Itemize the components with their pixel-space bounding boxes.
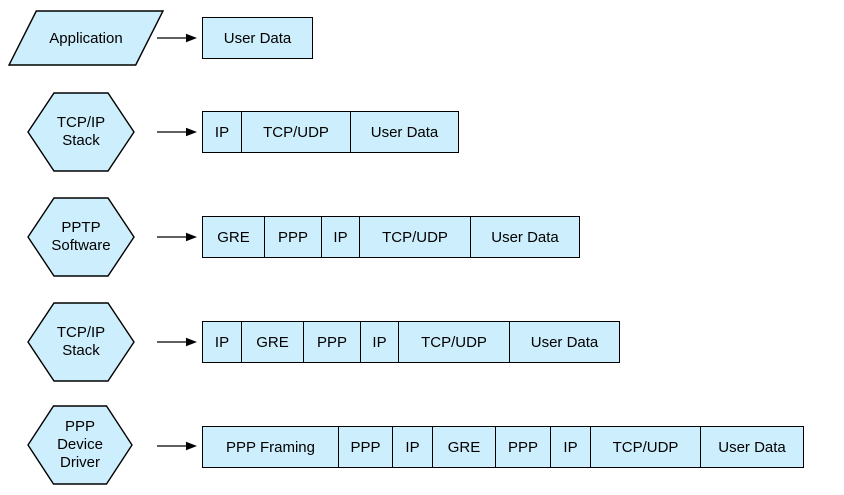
packet-cell: IP [322,217,360,257]
stage-application: Application [7,10,165,66]
right-arrow-icon [157,31,197,45]
packet-cell: GRE [242,322,304,362]
right-arrow-icon [157,335,197,349]
right-arrow-icon [157,439,197,453]
packet-cell: IP [361,322,399,362]
right-arrow-icon [157,125,197,139]
packet-cell: PPP [265,217,322,257]
packet-cell: IP [551,427,591,467]
stage-label-line: PPP [64,418,95,435]
packet-row-application: User Data [202,17,313,59]
hexagon-shape [27,92,135,172]
packet-cell: TCP/UDP [360,217,471,257]
stage-label-line: Device [57,436,103,453]
packet-cell: GRE [433,427,496,467]
stage-label-line: Stack [62,342,100,359]
stage-label-line: Stack [62,132,100,149]
packet-cell: GRE [203,217,265,257]
stage-label-application: Application [8,10,164,66]
packet-cell: TCP/UDP [591,427,701,467]
packet-cell: User Data [351,112,458,152]
hexagon-shape [27,302,135,382]
packet-cell: User Data [510,322,619,362]
stage-label-line: Application [49,29,123,47]
stage-label-line: TCP/IP [56,114,106,131]
right-arrow-icon [157,230,197,244]
packet-cell: PPP [304,322,361,362]
stage-label-line: TCP/IP [56,324,106,341]
packet-cell: TCP/UDP [242,112,351,152]
packet-cell: User Data [471,217,579,257]
stage-label-line: Software [51,237,111,254]
parallelogram-shape [7,10,165,66]
stage-label-line: Driver [60,454,100,471]
hexagon-shape [27,197,135,277]
hexagon-shape [27,405,133,485]
packet-cell: PPP Framing [203,427,339,467]
packet-cell: User Data [203,18,312,58]
stage-label-line: PPTP [61,219,101,236]
packet-cell: TCP/UDP [399,322,510,362]
packet-cell: PPP [339,427,393,467]
packet-cell: IP [393,427,433,467]
packet-cell: IP [203,322,242,362]
packet-cell: User Data [701,427,803,467]
packet-cell: IP [203,112,242,152]
packet-cell: PPP [496,427,551,467]
